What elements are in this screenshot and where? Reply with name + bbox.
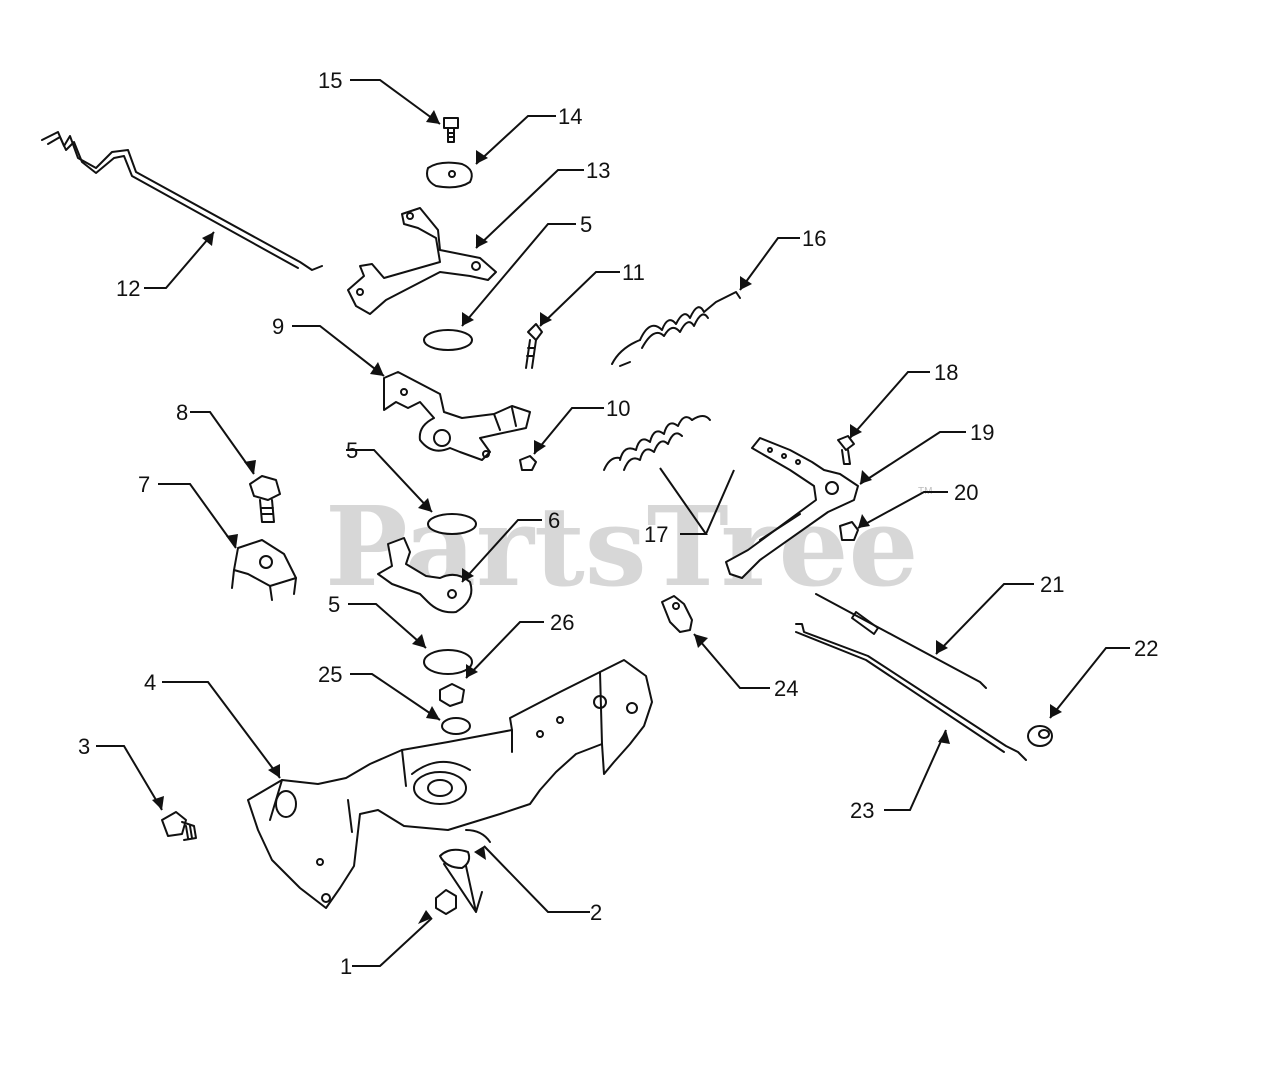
part-clip-nut-7[interactable] [231, 539, 297, 601]
callout-25[interactable]: 25 [318, 662, 342, 687]
part-nut-10[interactable] [519, 455, 537, 471]
callout-13[interactable]: 13 [586, 158, 610, 183]
callout-22[interactable]: 22 [1134, 636, 1158, 661]
callout-7[interactable]: 7 [138, 472, 150, 497]
callout-17[interactable]: 17 [644, 522, 668, 547]
part-washer-5-middle[interactable] [427, 513, 477, 535]
callout-21[interactable]: 21 [1040, 572, 1064, 597]
part-screw-15[interactable] [443, 117, 459, 143]
callout-26[interactable]: 26 [550, 610, 574, 635]
part-spring-17[interactable] [603, 415, 711, 471]
callout-1[interactable]: 1 [340, 954, 352, 979]
part-nut-1[interactable] [435, 889, 457, 915]
callout-18[interactable]: 18 [934, 360, 958, 385]
callout-12[interactable]: 12 [116, 276, 140, 301]
callout-5-top[interactable]: 5 [580, 212, 592, 237]
callout-19[interactable]: 19 [970, 420, 994, 445]
part-spring-clip-2[interactable] [439, 829, 491, 913]
callout-24[interactable]: 24 [774, 676, 798, 701]
callout-14[interactable]: 14 [558, 104, 582, 129]
callout-5-bottom[interactable]: 5 [328, 592, 340, 617]
part-governor-rod[interactable] [41, 131, 323, 271]
part-control-bracket-4[interactable] [247, 659, 653, 909]
callout-10[interactable]: 10 [606, 396, 630, 421]
part-fitting-3[interactable] [161, 811, 197, 841]
callout-20[interactable]: 20 [954, 480, 978, 505]
part-screw-18[interactable] [837, 435, 855, 465]
part-screw-11[interactable] [525, 323, 543, 369]
part-bushing-22[interactable] [1027, 725, 1053, 747]
part-clip-24[interactable] [661, 595, 693, 633]
callout-labels: 1 2 3 4 5 5 5 6 7 8 9 10 11 12 13 14 15 … [78, 68, 1158, 979]
part-washer-25[interactable] [441, 717, 471, 735]
callout-6[interactable]: 6 [548, 508, 560, 533]
part-washer-5-bottom[interactable] [423, 649, 473, 675]
callout-2[interactable]: 2 [590, 900, 602, 925]
callout-4[interactable]: 4 [144, 670, 156, 695]
callout-9[interactable]: 9 [272, 314, 284, 339]
callout-5-middle[interactable]: 5 [346, 438, 358, 463]
callout-arrowheads [152, 110, 1062, 924]
callout-leaders [96, 79, 1130, 967]
part-control-lever-19[interactable] [725, 437, 859, 579]
callout-11[interactable]: 11 [622, 260, 645, 285]
part-nut-26[interactable] [439, 683, 465, 707]
callout-3[interactable]: 3 [78, 734, 90, 759]
part-washer-5-top[interactable] [423, 329, 473, 351]
part-washer-plate-14[interactable] [426, 161, 473, 189]
callout-15[interactable]: 15 [318, 68, 342, 93]
callout-8[interactable]: 8 [176, 400, 188, 425]
part-spring-16[interactable] [611, 291, 741, 367]
part-bracket-13[interactable] [347, 207, 497, 315]
callout-23[interactable]: 23 [850, 798, 874, 823]
part-lever-plate-6[interactable] [377, 537, 473, 614]
part-bolt-8[interactable] [249, 475, 281, 523]
part-wire-21[interactable] [815, 593, 987, 689]
callout-16[interactable]: 16 [802, 226, 826, 251]
part-nut-20[interactable] [839, 521, 859, 541]
part-rod-23[interactable] [795, 623, 1027, 761]
part-governor-lever-9[interactable] [383, 371, 531, 461]
